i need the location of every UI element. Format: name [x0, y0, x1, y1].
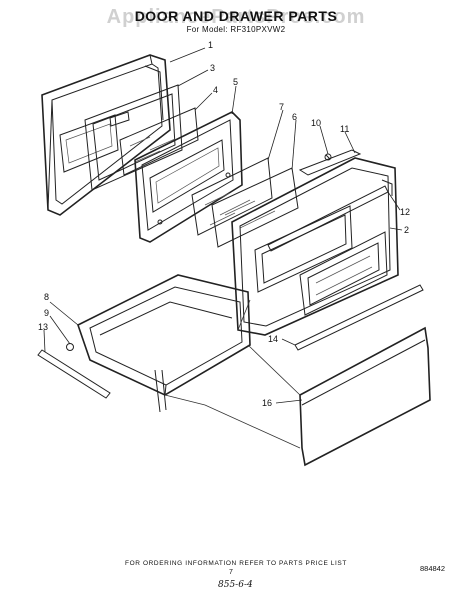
callout-3: 3 — [210, 63, 215, 73]
callout-11: 11 — [340, 124, 349, 134]
diagram-code: 884842 — [420, 564, 446, 573]
callout-7: 7 — [279, 102, 284, 112]
handwritten-code: 855-6-4 — [218, 580, 253, 590]
ordering-note: FOR ORDERING INFORMATION REFER TO PARTS … — [125, 560, 347, 567]
page-title: DOOR AND DRAWER PARTS — [134, 8, 338, 24]
callout-4: 4 — [213, 85, 218, 95]
part-drawer-roller — [66, 343, 74, 351]
part-inner-door-frame — [134, 111, 243, 243]
callout-12: 12 — [400, 207, 410, 217]
callout-8: 8 — [44, 292, 49, 302]
part-drawer-rail — [37, 349, 111, 399]
part-drawer-body — [77, 274, 251, 413]
callout-13: 13 — [38, 322, 48, 332]
alignment-lines — [164, 299, 301, 449]
part-door-liner — [84, 84, 183, 191]
callout-10: 10 — [311, 118, 321, 128]
model-line: For Model: RF310PXVW2 — [186, 25, 286, 34]
callout-2: 2 — [404, 225, 409, 235]
callout-1: 1 — [208, 40, 213, 50]
part-drawer-front — [299, 326, 431, 467]
watermark: AppliancePartsPros.com — [106, 6, 366, 28]
leader-lines — [43, 47, 403, 404]
callout-6: 6 — [292, 112, 297, 122]
callout-9: 9 — [44, 308, 49, 318]
part-outer-door-panel — [41, 54, 171, 216]
part-glass-retainer — [211, 167, 299, 248]
part-door-glass — [119, 107, 199, 176]
page-number: 7 — [229, 569, 233, 576]
callout-5: 5 — [233, 77, 238, 87]
callout-16: 16 — [262, 398, 272, 408]
part-drawer-trim — [294, 284, 424, 351]
callout-14: 14 — [268, 334, 278, 344]
part-vent-trim — [298, 149, 362, 176]
